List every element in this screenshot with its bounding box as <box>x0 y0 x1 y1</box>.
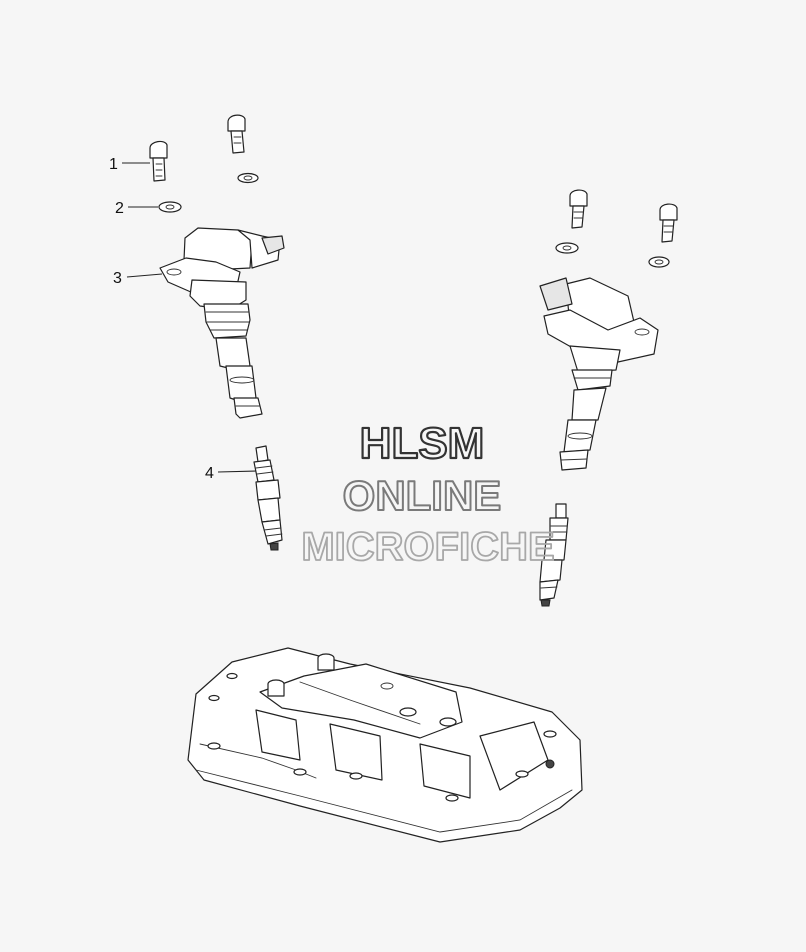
bolt-right-a[interactable] <box>569 189 588 229</box>
washer-right-a[interactable] <box>555 242 579 254</box>
callout-4: 4 <box>205 465 214 482</box>
bolt-right-b[interactable] <box>659 203 678 243</box>
callout-1: 1 <box>109 156 118 173</box>
bolt-part-1[interactable] <box>149 140 168 182</box>
watermark-line-3: MICROFICHE <box>301 525 554 569</box>
washer-part-2[interactable] <box>158 201 182 213</box>
callout-2: 2 <box>115 200 124 217</box>
watermark-line-1: HLSM <box>360 419 485 468</box>
callout-3: 3 <box>113 270 122 287</box>
ignition-coil-right[interactable] <box>539 277 659 471</box>
watermark-line-2: ONLINE <box>343 472 502 519</box>
valve-cover[interactable] <box>187 647 583 843</box>
ignition-coil-part-3[interactable] <box>159 227 285 419</box>
washer-left-upper[interactable] <box>237 172 259 184</box>
spark-plug-right[interactable] <box>539 503 569 607</box>
bolt-left-upper[interactable] <box>227 114 246 154</box>
watermark: HLSM ONLINE MICROFICHE <box>300 418 555 570</box>
spark-plug-part-4[interactable] <box>253 445 283 551</box>
washer-right-b[interactable] <box>648 256 670 268</box>
